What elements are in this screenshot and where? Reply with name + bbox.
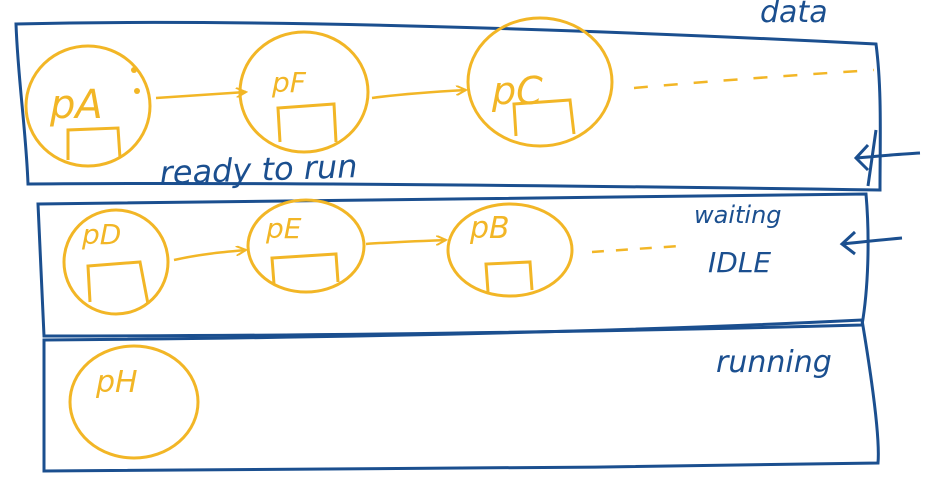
process-pA: pA [24, 44, 152, 168]
running-label: running [716, 345, 832, 380]
process-box-icon [512, 98, 576, 137]
waiting-label: waiting [694, 201, 782, 229]
running-lane [42, 318, 880, 473]
process-pC: pC [466, 16, 614, 148]
ready-label: ready to run [159, 147, 358, 192]
process-pF: pF [238, 30, 370, 154]
ready-lane [14, 20, 882, 192]
process-box-icon [270, 252, 340, 285]
process-box-icon [276, 102, 338, 143]
arrow-icon [371, 90, 466, 100]
process-bubble [466, 16, 614, 148]
data-label: data [760, 0, 828, 30]
continuation-dashes [633, 68, 875, 90]
process-bubble [62, 208, 170, 316]
arrow-icon [173, 250, 246, 262]
idle-label: IDLE [708, 246, 771, 279]
process-label: pA [49, 82, 103, 128]
process-label: pE [265, 212, 302, 245]
process-box-icon [484, 260, 534, 293]
process-bubble [446, 202, 574, 298]
process-label: pB [469, 211, 510, 246]
process-pB: pB [446, 202, 574, 298]
process-label: pH [95, 365, 138, 400]
process-label: pC [491, 69, 543, 113]
process-bubble [24, 44, 152, 168]
process-pE: pE [246, 198, 366, 294]
continuation-dashes [591, 244, 681, 254]
dots-icon [134, 88, 140, 94]
process-box-icon [86, 260, 150, 305]
arrow-icon [155, 92, 246, 100]
ready-pointer-icon [853, 129, 921, 187]
process-label: pF [271, 66, 307, 99]
process-pD: pD [62, 208, 170, 316]
waiting-pointer-icon [839, 230, 903, 256]
process-bubble [68, 344, 200, 460]
process-pH: pH [68, 344, 200, 460]
dots-icon [131, 67, 137, 73]
arrow-icon [365, 240, 446, 244]
process-label: pD [81, 218, 121, 251]
process-box-icon [66, 126, 122, 160]
